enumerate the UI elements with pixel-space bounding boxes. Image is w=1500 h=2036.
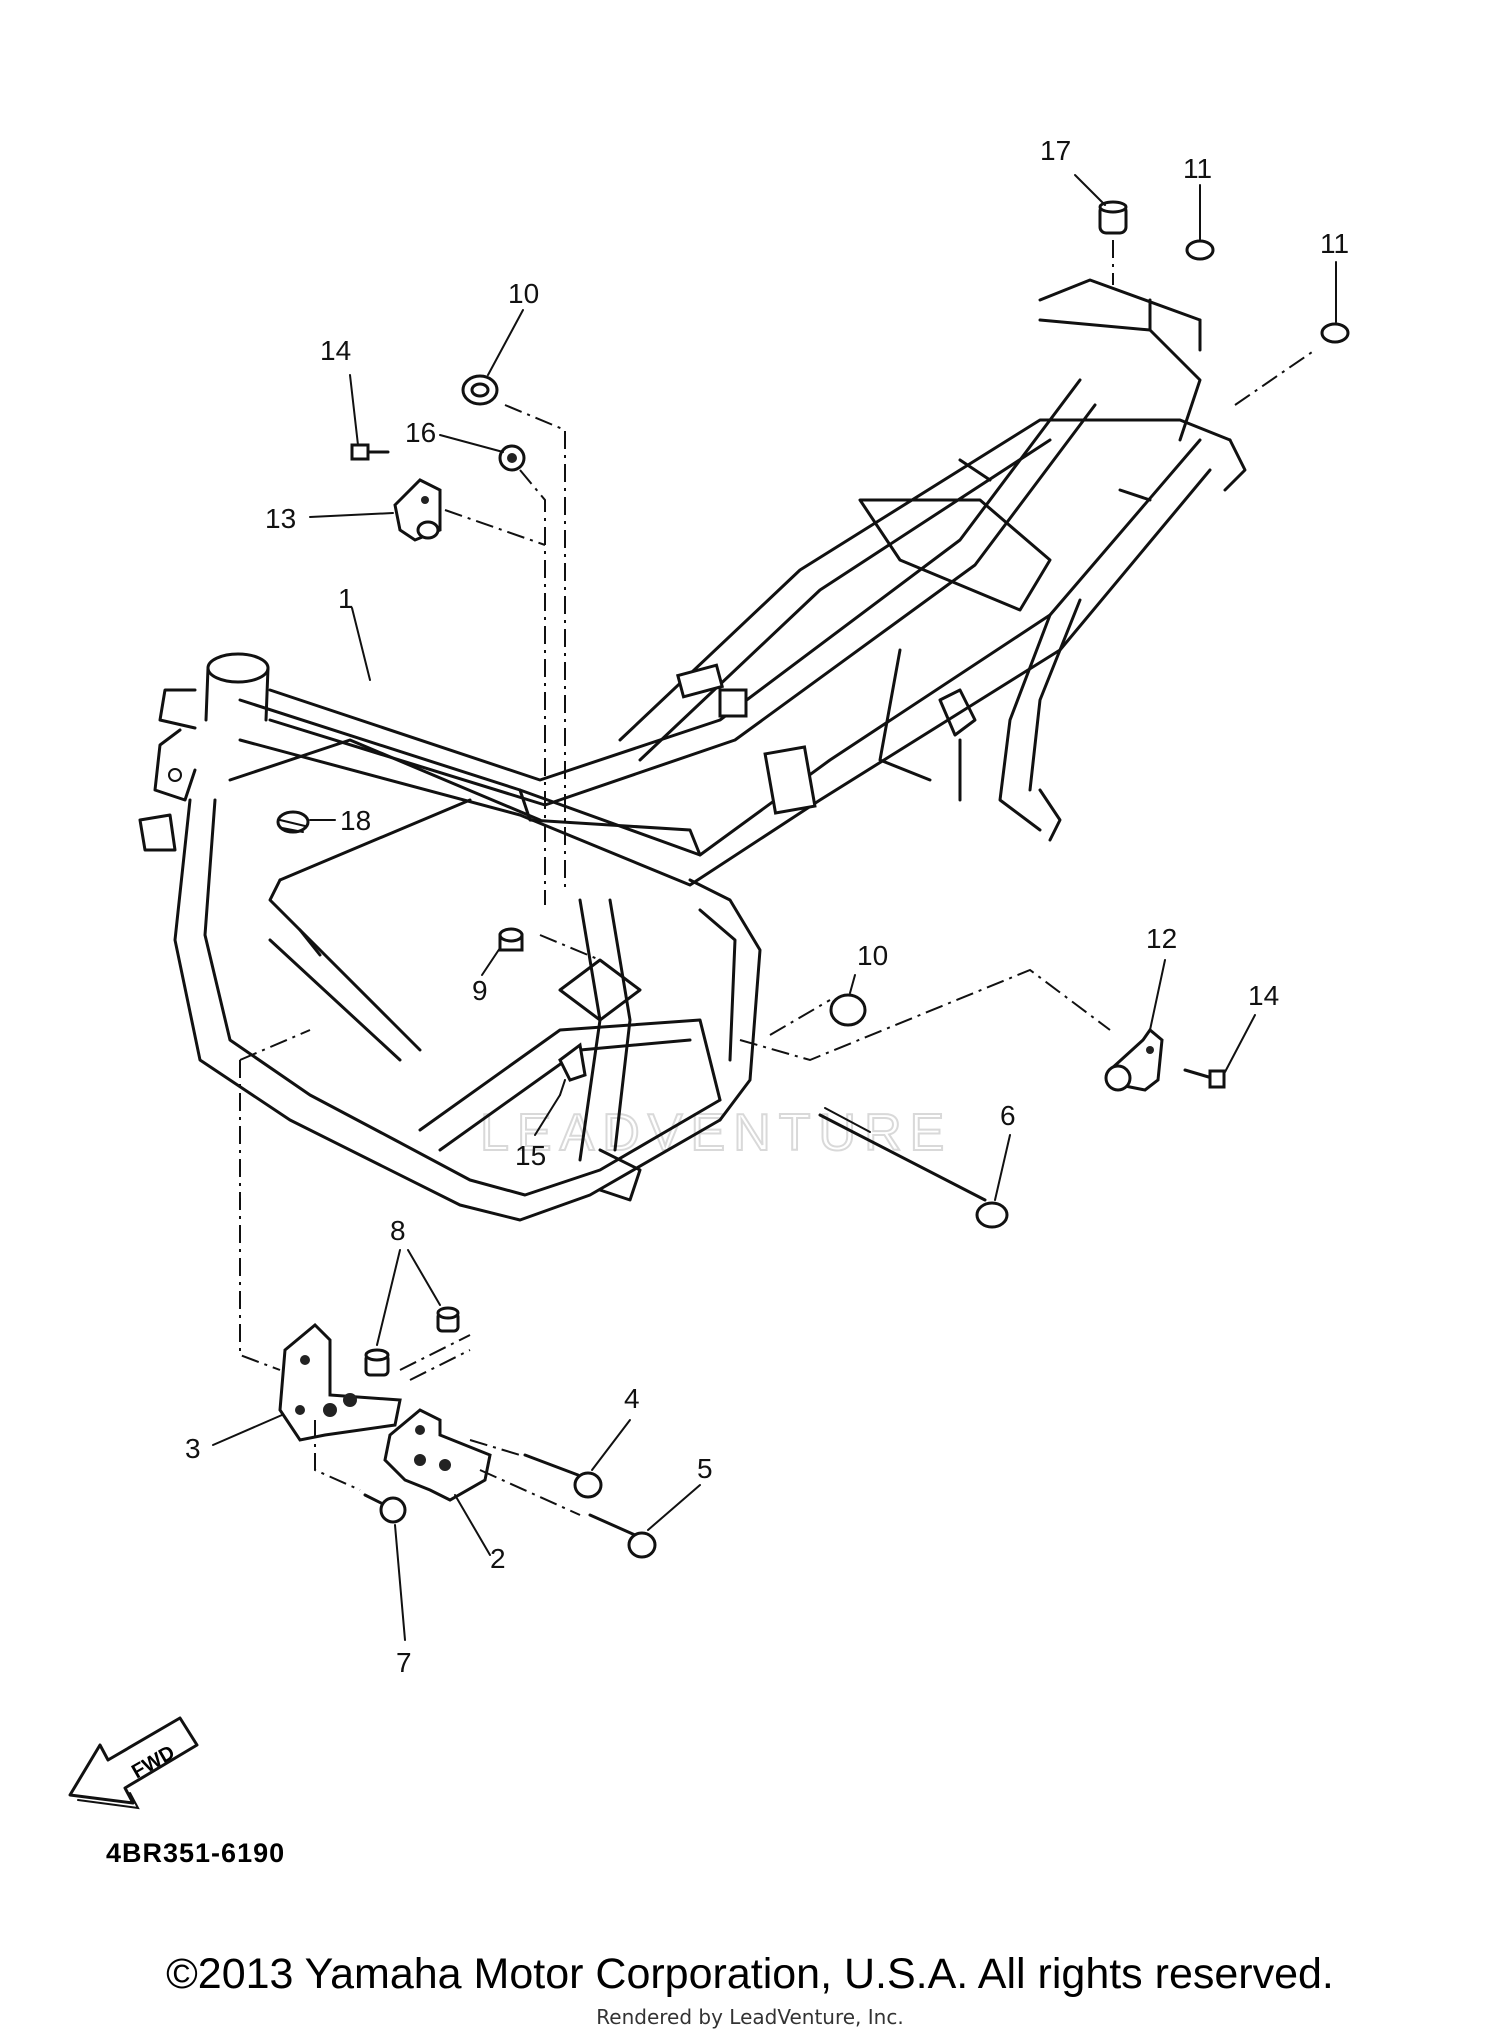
clamp-15 xyxy=(558,1042,587,1096)
bracket-13 xyxy=(393,478,442,542)
callout-13: 13 xyxy=(265,503,296,534)
callout-17: 17 xyxy=(1040,135,1071,166)
callout-3: 3 xyxy=(185,1433,201,1464)
clamp-18 xyxy=(276,810,310,834)
callout-6: 6 xyxy=(1000,1100,1016,1131)
callout-12: 12 xyxy=(1146,923,1177,954)
collar-10-upper xyxy=(461,374,499,406)
callout-7: 7 xyxy=(396,1647,412,1678)
callout-14-upper: 14 xyxy=(320,335,351,366)
fwd-label: FWD xyxy=(128,1741,178,1783)
bolt-14-upper xyxy=(350,443,390,461)
leader-lines xyxy=(212,174,1337,1641)
collar-9 xyxy=(498,927,524,952)
main-frame xyxy=(138,278,1247,1222)
fwd-arrow-icon: FWD xyxy=(68,1716,199,1810)
bracket-3 xyxy=(278,1322,402,1442)
callout-11-b: 11 xyxy=(1320,228,1349,259)
callouts: 17 11 11 10 14 16 13 1 18 9 10 12 14 15 … xyxy=(185,135,1349,1678)
copyright-notice: ©2013 Yamaha Motor Corporation, U.S.A. A… xyxy=(166,1950,1334,1998)
part-number: 4BR351-6190 xyxy=(106,1838,286,1868)
callout-9: 9 xyxy=(472,975,488,1006)
callout-16: 16 xyxy=(405,417,436,448)
collar-8-a xyxy=(364,1348,390,1377)
callout-2: 2 xyxy=(490,1543,506,1574)
assembly-lines xyxy=(239,240,1316,1516)
cap-11-a xyxy=(1185,239,1215,261)
callout-8: 8 xyxy=(390,1215,406,1246)
callout-4: 4 xyxy=(624,1383,640,1414)
rendered-by-notice: Rendered by LeadVenture, Inc. xyxy=(596,2005,904,2029)
bolt-5 xyxy=(588,1513,657,1559)
collar-8-b xyxy=(436,1306,460,1333)
grommet-17 xyxy=(1098,200,1128,235)
callout-5: 5 xyxy=(697,1453,713,1484)
callout-14-lower: 14 xyxy=(1248,980,1279,1011)
bolt-4 xyxy=(523,1453,603,1499)
callout-18: 18 xyxy=(340,805,371,836)
bracket-12 xyxy=(1104,1027,1164,1092)
bolt-6 xyxy=(818,1107,1009,1229)
callout-10-upper: 10 xyxy=(508,278,539,309)
bolt-14-lower xyxy=(1183,1068,1226,1089)
callout-10-lower: 10 xyxy=(857,940,888,971)
bolt-7 xyxy=(363,1493,407,1524)
clip-16 xyxy=(498,444,526,472)
bracket-2 xyxy=(383,1408,492,1502)
callout-15: 15 xyxy=(515,1140,546,1171)
callout-11-a: 11 xyxy=(1183,153,1212,184)
watermark: LEADVENTURE xyxy=(480,1104,952,1162)
cap-11-b xyxy=(1320,322,1350,344)
collar-10-lower xyxy=(829,993,867,1027)
callout-1: 1 xyxy=(338,583,354,614)
